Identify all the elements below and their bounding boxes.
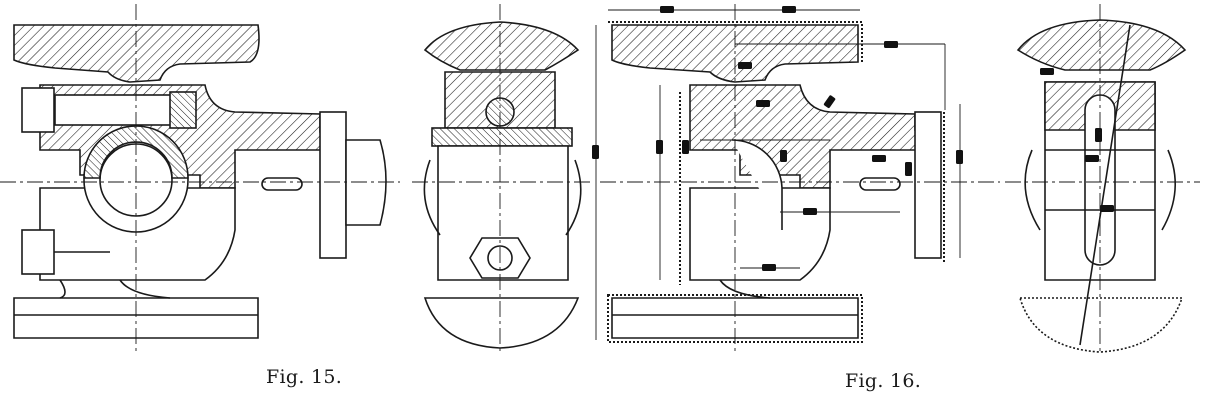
bolt-head-top bbox=[169, 91, 197, 129]
dimension-mark bbox=[905, 162, 912, 176]
dimension-mark bbox=[756, 100, 770, 107]
fig15-side-view bbox=[13, 24, 387, 339]
end-body bbox=[437, 145, 569, 281]
dimension-mark bbox=[592, 145, 599, 159]
dimension-mark bbox=[1095, 128, 1102, 142]
dimension-mark bbox=[682, 140, 689, 154]
dimension-mark bbox=[780, 150, 787, 162]
fig16-end-dimension-marks bbox=[1040, 68, 1114, 212]
dimension-mark bbox=[1040, 68, 1054, 75]
figure-16-caption: Fig. 16. bbox=[845, 370, 922, 392]
fig16-flange bbox=[914, 111, 942, 259]
fig15-end-view bbox=[423, 21, 582, 349]
fig16-body-lower bbox=[689, 187, 831, 281]
dimension-mark bbox=[660, 6, 674, 13]
dimension-mark bbox=[1100, 205, 1114, 212]
figure-15-caption: Fig. 15. bbox=[266, 366, 343, 388]
fig16-dimension-marks bbox=[592, 6, 963, 271]
dimension-mark bbox=[762, 264, 776, 271]
rail-foot-bottom bbox=[13, 297, 259, 339]
flange-right bbox=[319, 111, 347, 259]
rail-head-top bbox=[13, 24, 260, 83]
dimension-mark bbox=[872, 155, 886, 162]
bolt-nut-top bbox=[21, 87, 55, 133]
fig16-rail-foot bbox=[611, 297, 859, 339]
chair-body-lower bbox=[39, 187, 236, 281]
end-plate bbox=[431, 127, 573, 147]
fig16-side-view bbox=[611, 24, 942, 339]
end-rail-head bbox=[423, 21, 580, 71]
fig16-dimension-lines bbox=[595, 9, 961, 340]
dimension-mark bbox=[656, 140, 663, 154]
fig15-center-lines bbox=[0, 4, 400, 355]
dimension-mark bbox=[738, 62, 752, 69]
end-rail-foot bbox=[423, 297, 580, 349]
fig16-end-center-lines bbox=[1005, 4, 1200, 355]
dimension-mark bbox=[803, 208, 817, 215]
fig15-end-center-lines bbox=[412, 4, 592, 355]
fig16-end-rail-head bbox=[1016, 19, 1187, 71]
dimension-mark bbox=[782, 6, 796, 13]
fig16-dotted-outline bbox=[607, 21, 945, 343]
bearing-bush-top bbox=[83, 125, 189, 179]
key-slot bbox=[261, 177, 303, 191]
bolt-nut-bottom bbox=[21, 229, 55, 275]
fig16-slot bbox=[859, 177, 901, 191]
dimension-mark bbox=[823, 95, 836, 109]
dimension-mark bbox=[884, 41, 898, 48]
fig16-center-lines bbox=[600, 4, 1000, 355]
shaft bbox=[345, 139, 387, 226]
dimension-mark bbox=[1085, 155, 1099, 162]
fig16-end-rail-foot bbox=[1018, 297, 1184, 353]
fig16-body-section bbox=[689, 84, 941, 189]
dimension-mark bbox=[956, 150, 963, 164]
fig16-bearing-arc bbox=[731, 139, 783, 230]
